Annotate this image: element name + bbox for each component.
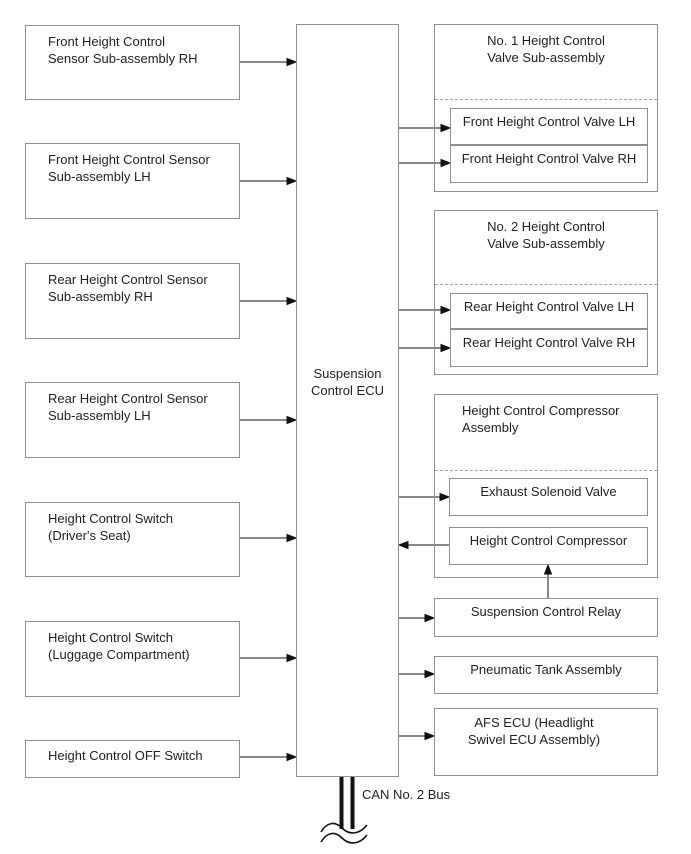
node-height-control-compressor: Height Control Compressor <box>449 527 648 565</box>
node-rear-valve-rh: Rear Height Control Valve RH <box>450 329 648 367</box>
node-height-control-off-switch: Height Control OFF Switch <box>25 740 240 778</box>
can-bus-break-icon <box>320 822 368 844</box>
ecu-label: Suspension Control ECU <box>311 366 384 398</box>
group-no2-divider <box>435 284 657 285</box>
node-height-control-switch-driver: Height Control Switch (Driver's Seat) <box>25 502 240 577</box>
node-suspension-control-relay: Suspension Control Relay <box>434 598 658 637</box>
group-no2-valve-subassembly: No. 2 Height Control Valve Sub-assembly <box>434 210 658 375</box>
arrow-rear-sensor-rh-to-ecu <box>240 296 298 306</box>
arrow-front-sensor-rh-to-ecu <box>240 57 298 67</box>
node-front-valve-rh: Front Height Control Valve RH <box>450 145 648 183</box>
group-compressor-title: Height Control Compressor Assembly <box>462 403 620 435</box>
arrow-rear-sensor-lh-to-ecu <box>240 415 298 425</box>
arrow-ecu-to-tank <box>399 669 436 679</box>
node-rear-height-sensor-lh: Rear Height Control Sensor Sub-assembly … <box>25 382 240 458</box>
node-front-height-sensor-lh: Front Height Control Sensor Sub-assembly… <box>25 143 240 219</box>
node-rear-height-sensor-rh: Rear Height Control Sensor Sub-assembly … <box>25 263 240 339</box>
group-no2-title: No. 2 Height Control Valve Sub-assembly <box>487 219 605 251</box>
node-suspension-control-ecu: Suspension Control ECU <box>296 24 399 777</box>
group-compressor-assembly: Height Control Compressor Assembly <box>434 394 658 578</box>
arrow-front-sensor-lh-to-ecu <box>240 176 298 186</box>
node-front-height-sensor-rh: Front Height Control Sensor Sub-assembly… <box>25 25 240 100</box>
arrow-switch-luggage-to-ecu <box>240 653 298 663</box>
arrow-ecu-to-relay <box>399 613 436 623</box>
group-no1-valve-subassembly: No. 1 Height Control Valve Sub-assembly <box>434 24 658 192</box>
arrow-off-switch-to-ecu <box>240 752 298 762</box>
node-front-valve-lh: Front Height Control Valve LH <box>450 108 648 145</box>
arrow-ecu-to-afs <box>399 731 436 741</box>
node-exhaust-solenoid-valve: Exhaust Solenoid Valve <box>449 478 648 516</box>
group-no1-title: No. 1 Height Control Valve Sub-assembly <box>487 33 605 65</box>
can-bus-lines <box>339 777 355 829</box>
node-height-control-switch-luggage: Height Control Switch (Luggage Compartme… <box>25 621 240 697</box>
node-afs-ecu: AFS ECU (Headlight Swivel ECU Assembly) <box>434 708 658 776</box>
group-compressor-divider <box>435 470 657 471</box>
arrow-switch-driver-to-ecu <box>240 533 298 543</box>
group-no1-divider <box>435 99 657 100</box>
can-bus-label: CAN No. 2 Bus <box>362 787 451 802</box>
node-pneumatic-tank-assembly: Pneumatic Tank Assembly <box>434 656 658 694</box>
node-rear-valve-lh: Rear Height Control Valve LH <box>450 293 648 329</box>
